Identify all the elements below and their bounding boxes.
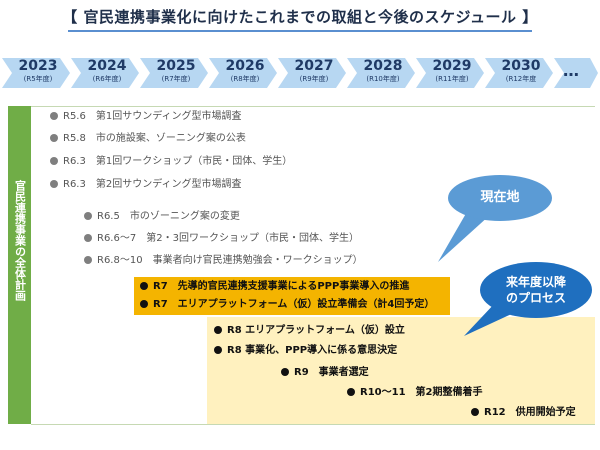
- year-timeline: 2023 (R5年度) 2024 (R6年度) 2025 (R7年度) 2026…: [0, 56, 600, 90]
- item-text: R6.6～7 第2・3回ワークショップ（市民・団体、学生）: [97, 233, 359, 244]
- side-label-bar: [8, 106, 31, 424]
- list-item: R6.8～10 事業者向け官民連携勉強会・ワークショップ）: [84, 254, 363, 267]
- bullet-icon: [84, 212, 92, 220]
- list-item: R6.3 第1回ワークショップ（市民・団体、学生）: [50, 155, 292, 168]
- list-item: R6.3 第2回サウンディング型市場調査: [50, 178, 242, 191]
- bullet-icon: [214, 326, 222, 334]
- item-text: R7 エリアプラットフォーム（仮）設立準備会（計4回予定）: [153, 299, 435, 310]
- year-2023: 2023 (R5年度): [8, 56, 68, 90]
- reiwa-year: (R7年度): [161, 75, 191, 83]
- current-position-callout: 現在地: [448, 175, 552, 221]
- item-text: R10～11 第2期整備着手: [360, 387, 483, 398]
- reiwa-year: (R11年度): [435, 75, 469, 83]
- reiwa-year: (R12年度: [505, 75, 537, 83]
- list-item: R8 事業化、PPP導入に係る意思決定: [214, 344, 397, 357]
- bullet-icon: [50, 112, 58, 120]
- bullet-icon: [84, 234, 92, 242]
- year-number: 2024: [87, 58, 127, 74]
- callout-line: のプロセス: [505, 291, 566, 305]
- year-arrow-2027: [278, 58, 346, 88]
- list-item: R6.6～7 第2・3回ワークショップ（市民・団体、学生）: [84, 232, 359, 245]
- timeline-more: …: [563, 61, 579, 80]
- page-title: 【 官民連携事業化に向けたこれまでの取組と今後のスケジュール 】: [62, 8, 538, 26]
- item-text: R6.8～10 事業者向け官民連携勉強会・ワークショップ）: [97, 255, 363, 266]
- bullet-icon: [50, 134, 58, 142]
- year-arrow-2025: [140, 58, 208, 88]
- item-text: R6.3 第2回サウンディング型市場調査: [63, 179, 242, 190]
- year-arrow-more: [554, 58, 598, 88]
- year-2026: 2026 (R8年度): [215, 56, 275, 90]
- year-arrow-2023: [2, 58, 70, 88]
- year-arrow-2024: [71, 58, 139, 88]
- bullet-icon: [140, 282, 148, 290]
- bullet-icon: [281, 368, 289, 376]
- list-item: R7 先導的官民連携支援事業によるPPP事業導入の推進: [140, 280, 409, 293]
- reiwa-year: (R6年度): [92, 75, 122, 83]
- year-2025: 2025 (R7年度): [146, 56, 206, 90]
- year-arrow-2028: [347, 58, 415, 88]
- item-text: R9 事業者選定: [294, 367, 369, 378]
- bullet-icon: [347, 388, 355, 396]
- year-arrow-2030: [485, 58, 553, 88]
- timeline-arrows: [2, 58, 598, 88]
- item-text: R8 エリアプラットフォーム（仮）設立: [227, 325, 405, 336]
- year-2027: 2027 (R9年度): [284, 56, 344, 90]
- bullet-icon: [214, 346, 222, 354]
- list-item: R12 供用開始予定: [471, 406, 576, 419]
- year-2030: 2030 (R12年度: [491, 56, 551, 90]
- future-process-callout: 来年度以降 のプロセス: [480, 262, 592, 318]
- list-item: R8 エリアプラットフォーム（仮）設立: [214, 324, 405, 337]
- list-item: R7 エリアプラットフォーム（仮）設立準備会（計4回予定）: [140, 298, 434, 311]
- side-label: 官民連携事業の全体計画: [13, 180, 27, 301]
- year-number: 2027: [294, 58, 334, 74]
- year-2029: 2029 (R11年度): [422, 56, 482, 90]
- list-item: R10～11 第2期整備着手: [347, 386, 483, 399]
- year-number: 2028: [363, 58, 403, 74]
- year-number: 2025: [156, 58, 196, 74]
- year-number: 2030: [501, 58, 541, 74]
- item-text: R6.3 第1回ワークショップ（市民・団体、学生）: [63, 156, 293, 167]
- year-number: 2029: [432, 58, 472, 74]
- item-text: R5.6 第1回サウンディング型市場調査: [63, 111, 242, 122]
- item-text: R6.5 市のゾーニング案の変更: [97, 211, 240, 222]
- list-item: R5.8 市の施設案、ゾーニング案の公表: [50, 132, 246, 145]
- list-item: R9 事業者選定: [281, 366, 369, 379]
- current-year-highlight: [134, 277, 450, 315]
- bullet-icon: [471, 408, 479, 416]
- list-item: R5.6 第1回サウンディング型市場調査: [50, 110, 242, 123]
- frame-bottom-line: [31, 424, 595, 425]
- reiwa-year: (R9年度): [299, 75, 329, 83]
- year-2028: 2028 (R10年度): [353, 56, 413, 90]
- bullet-icon: [84, 256, 92, 264]
- title-underline: [68, 30, 532, 32]
- reiwa-year: (R8年度): [230, 75, 260, 83]
- reiwa-year: (R10年度): [366, 75, 400, 83]
- item-text: R8 事業化、PPP導入に係る意思決定: [227, 345, 398, 356]
- item-text: R12 供用開始予定: [484, 407, 576, 418]
- year-number: 2026: [225, 58, 265, 74]
- bullet-icon: [140, 300, 148, 308]
- future-process-area: [207, 317, 595, 424]
- bullet-icon: [50, 157, 58, 165]
- item-text: R5.8 市の施設案、ゾーニング案の公表: [63, 133, 246, 144]
- year-2024: 2024 (R6年度): [77, 56, 137, 90]
- bullet-icon: [50, 180, 58, 188]
- item-text: R7 先導的官民連携支援事業によるPPP事業導入の推進: [153, 281, 410, 292]
- callout-line: 来年度以降: [505, 275, 566, 289]
- list-item: R6.5 市のゾーニング案の変更: [84, 210, 240, 223]
- year-arrow-2029: [416, 58, 484, 88]
- reiwa-year: (R5年度): [23, 75, 53, 83]
- year-number: 2023: [18, 58, 58, 74]
- year-arrow-2026: [209, 58, 277, 88]
- frame-top-line: [31, 106, 595, 107]
